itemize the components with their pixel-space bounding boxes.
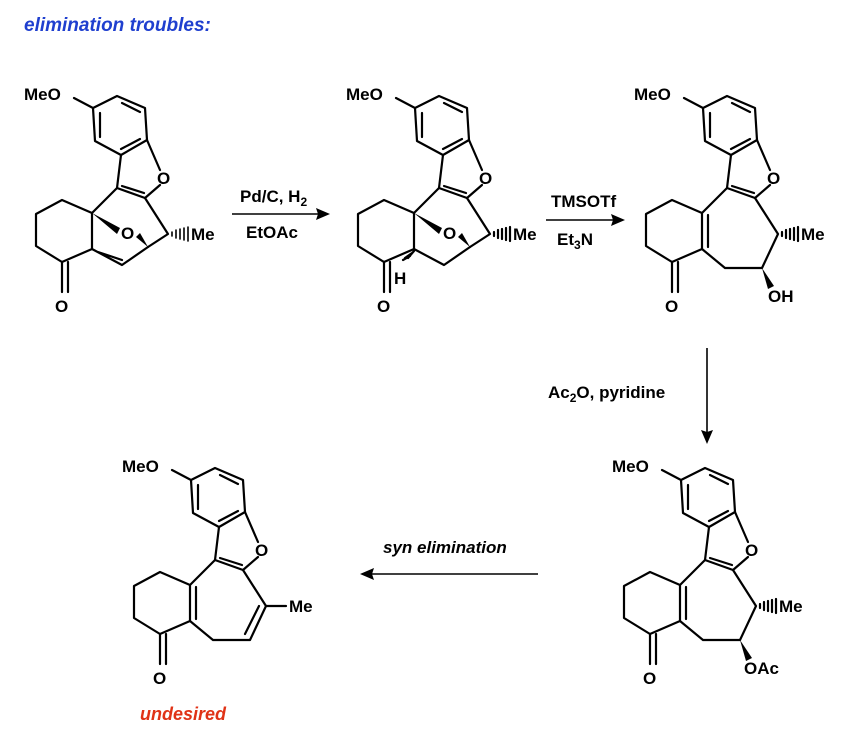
arrow-step-1: Pd/C, H2 EtOAc — [232, 187, 330, 242]
compound-1-enone-ether: MeO O O O Me — [24, 85, 215, 316]
step2-reagent-bottom: Et3N — [557, 230, 593, 252]
methoxy-label: MeO — [24, 85, 61, 104]
hashed-bond — [171, 226, 189, 242]
furan-oxygen-label: O — [255, 541, 268, 560]
bridge-oxygen-label: O — [443, 224, 456, 243]
furan-oxygen-label: O — [767, 169, 780, 188]
methoxy-label: MeO — [346, 85, 383, 104]
step3-reagent: Ac2O, pyridine — [548, 383, 665, 405]
step4-reagent: syn elimination — [383, 538, 507, 557]
ketone-oxygen-label: O — [55, 297, 68, 316]
methoxy-label: MeO — [122, 457, 159, 476]
methyl-label: Me — [191, 225, 215, 244]
ketone-oxygen-label: O — [665, 297, 678, 316]
compound-5-undesired-diene: MeO O O Me — [122, 457, 313, 688]
step1-reagent-top: Pd/C, H2 — [240, 187, 307, 209]
step2-reagent-top: TMSOTf — [551, 192, 616, 211]
methoxy-label: MeO — [612, 457, 649, 476]
compound-3-alcohol: MeO O O Me OH — [634, 85, 825, 316]
ketone-oxygen-label: O — [153, 669, 166, 688]
arrow-step-2: TMSOTf Et3N — [546, 192, 625, 252]
methyl-label: Me — [779, 597, 803, 616]
arrow-step-4: syn elimination — [360, 538, 538, 580]
methyl-label: Me — [289, 597, 313, 616]
ketone-oxygen-label: O — [643, 669, 656, 688]
furan-oxygen-label: O — [745, 541, 758, 560]
compound-2-saturated-ether: MeO O O O Me H — [346, 85, 537, 316]
furan-oxygen-label: O — [479, 169, 492, 188]
acetate-label: OAc — [744, 659, 779, 678]
ketone-oxygen-label: O — [377, 297, 390, 316]
methyl-label: Me — [801, 225, 825, 244]
scheme-title: elimination troubles: — [24, 15, 211, 36]
furan-oxygen-label: O — [157, 169, 170, 188]
compound-4-acetate: MeO O O Me OAc — [612, 457, 803, 688]
step1-reagent-bottom: EtOAc — [246, 223, 298, 242]
hydrogen-label: H — [394, 269, 406, 288]
bridge-oxygen-label: O — [121, 224, 134, 243]
methoxy-label: MeO — [634, 85, 671, 104]
undesired-label: undesired — [140, 704, 227, 724]
hydroxyl-label: OH — [768, 287, 794, 306]
methyl-label: Me — [513, 225, 537, 244]
arrow-step-3: Ac2O, pyridine — [548, 348, 713, 444]
